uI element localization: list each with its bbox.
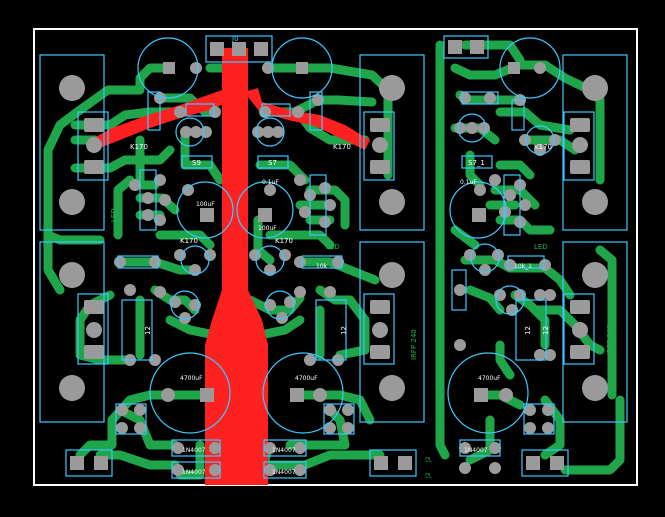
label-j2b: J2 (425, 472, 432, 479)
label-k170-c: K170 (180, 237, 198, 245)
label-led-mid: LED (326, 243, 340, 251)
label-irfp-a: IRFP 240 (410, 329, 418, 360)
label-led-right: LED (534, 243, 548, 251)
label-r12-a: 12 (144, 326, 152, 335)
label-r12-c: 12 (524, 326, 532, 335)
label-r12-d: 12 (542, 326, 550, 335)
label-cap-100uf-a: 100uF (258, 225, 277, 232)
label-cap-4700uf-b: 4700uF (295, 375, 318, 382)
label-irfp-b: IRFP 240 (606, 324, 614, 355)
label-k170-b: K170 (333, 143, 351, 151)
label-k170-e: K170 (534, 143, 552, 151)
connector-j0-label: J0 (231, 35, 239, 43)
label-d4007-c: 1N4007 (272, 447, 296, 454)
label-k170-d: K170 (275, 237, 293, 245)
board-outline (33, 28, 638, 486)
top-traces (94, 48, 370, 485)
silkscreen-labels: J0 K170 K170 K170 K170 K170 S9 S7 S7_1 L… (110, 35, 614, 479)
label-s7-1: S7_1 (468, 159, 485, 167)
label-d4007-a: 1N4007 (182, 447, 206, 454)
label-d4007-d: 1N4007 (272, 469, 296, 476)
label-s9: S9 (192, 159, 201, 167)
label-j2: J2 (425, 456, 432, 463)
label-cap-4700uf-c: 4700uF (478, 375, 501, 382)
label-led-left: LED (110, 208, 118, 222)
label-cap-01uf-b: 0.1uF (460, 179, 477, 186)
label-s7: S7 (268, 159, 277, 167)
silkscreen (39, 35, 628, 479)
label-d4007-b: 1N4007 (182, 469, 206, 476)
label-k170-a: K170 (130, 143, 148, 151)
label-b10-1: 10k_1 (514, 263, 532, 270)
label-cap-01uf: 0.1uF (262, 179, 279, 186)
label-b10: 10k (316, 263, 328, 270)
label-cap-100uf-b: 100uF (196, 201, 215, 208)
label-d4007-e: 1N4007 (464, 447, 488, 454)
pads (59, 40, 608, 476)
label-r12-b: 12 (340, 326, 348, 335)
label-cap-4700uf-a: 4700uF (180, 375, 203, 382)
